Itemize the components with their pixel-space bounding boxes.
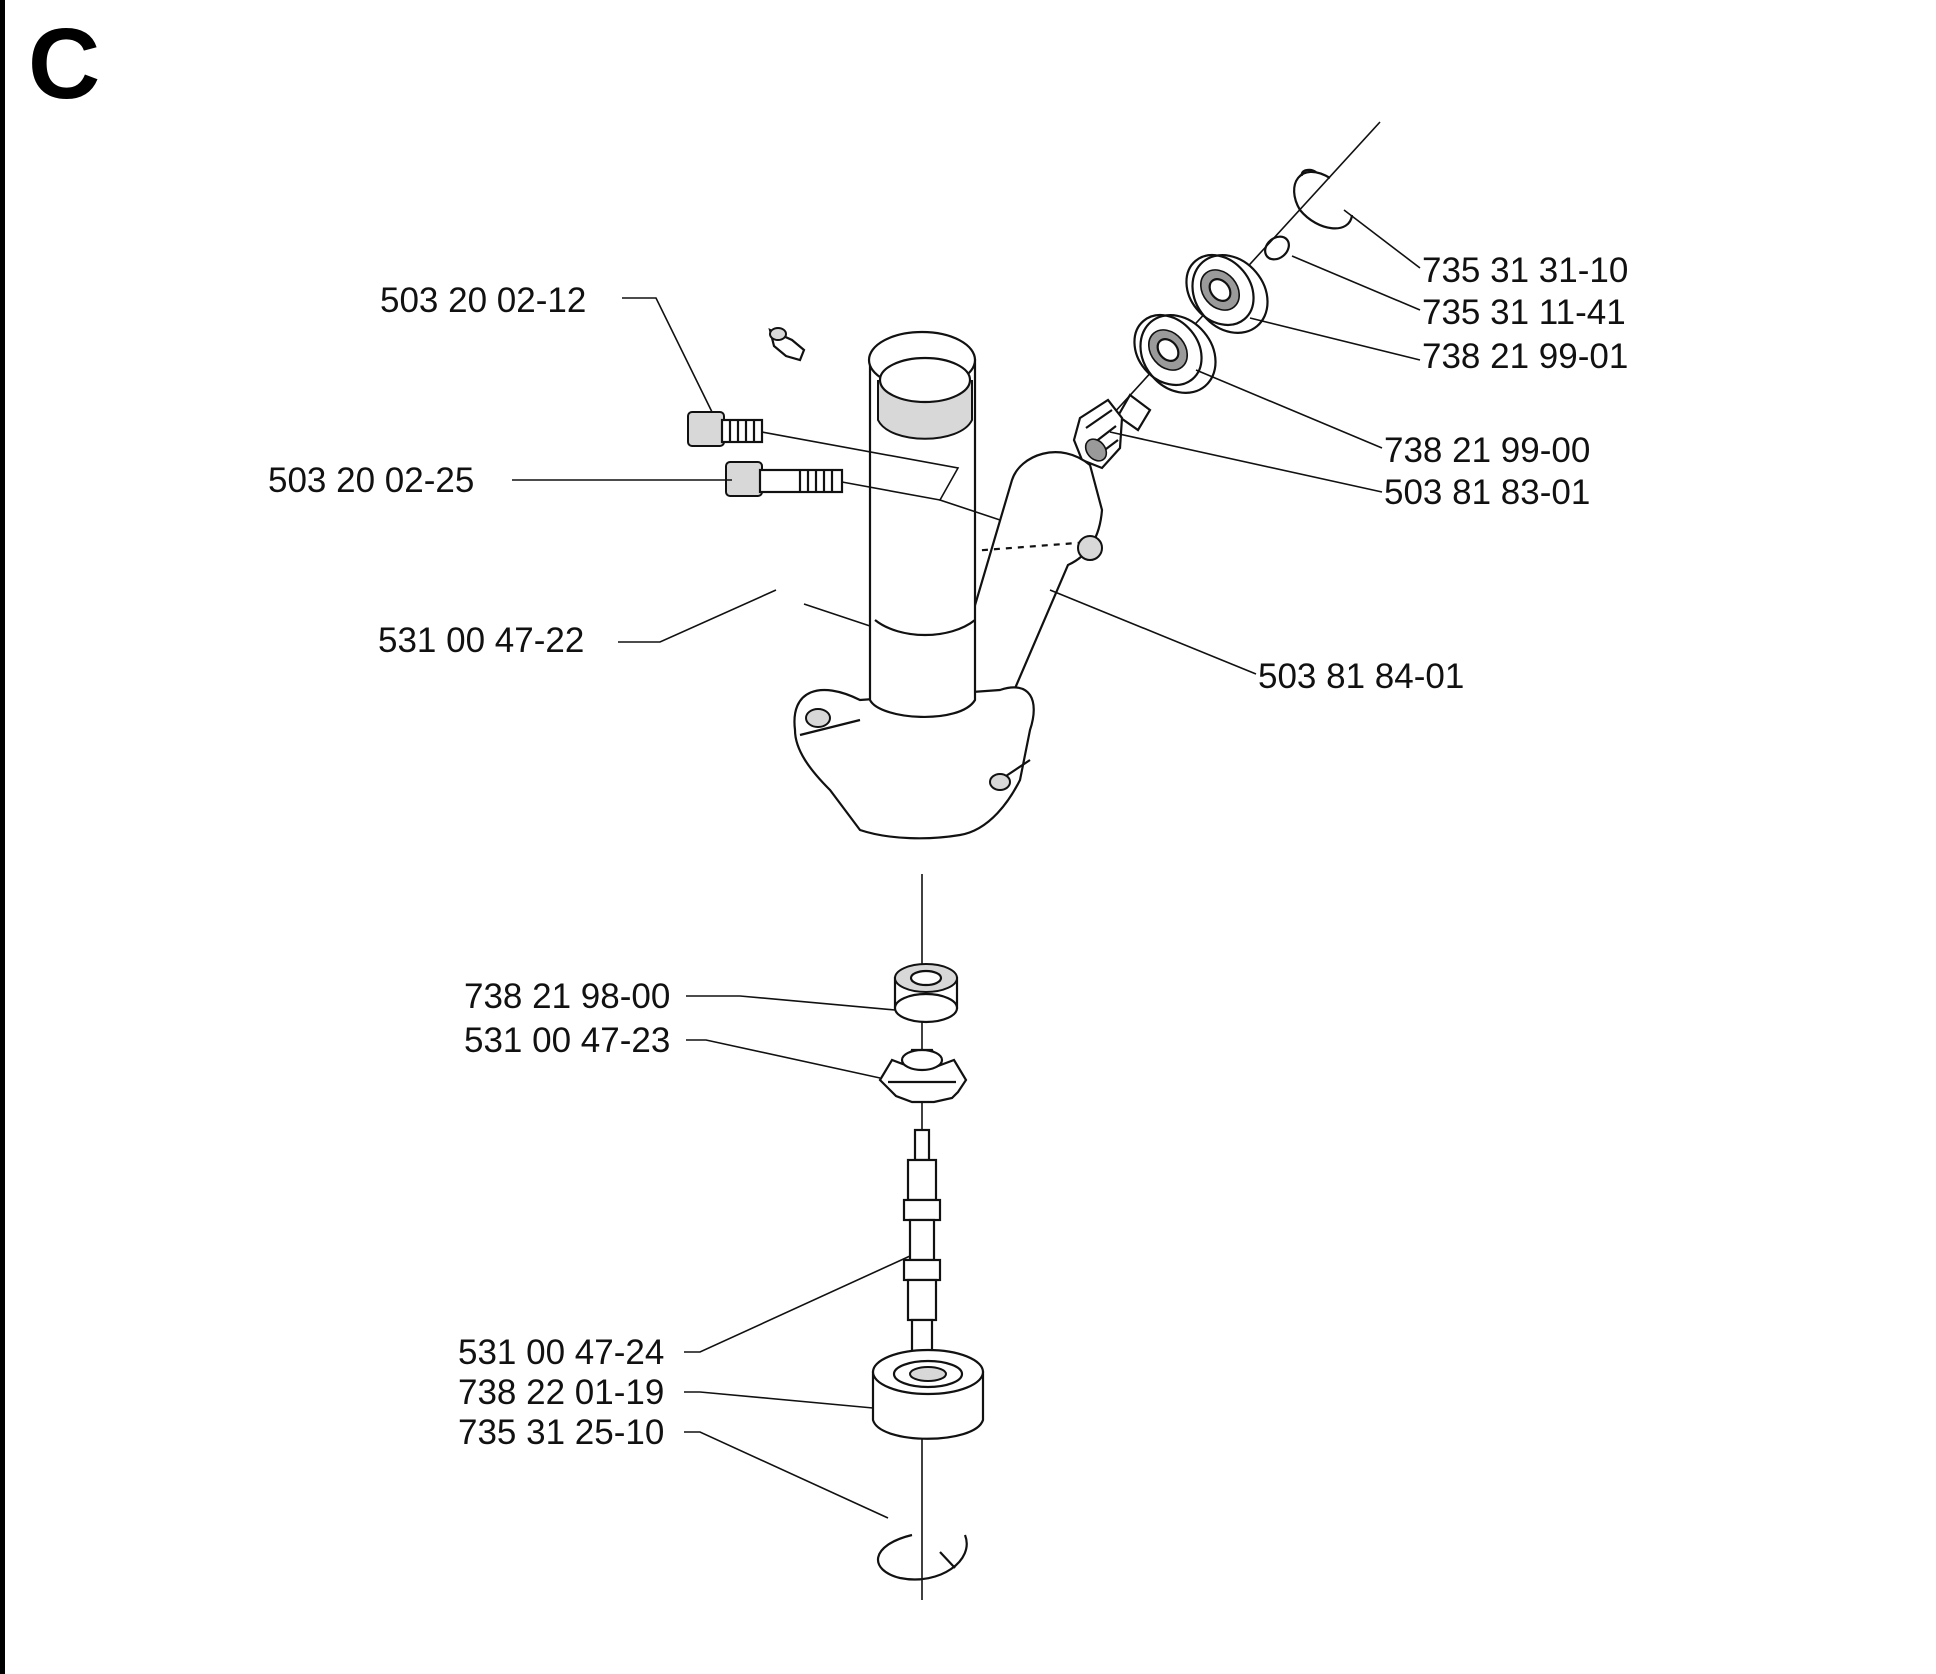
part-label-p5: 738 21 99-00 bbox=[1384, 431, 1590, 470]
leader-line-p4 bbox=[622, 297, 713, 413]
bevel-pinion-part bbox=[1072, 393, 1152, 470]
part-label-p6: 503 20 02-25 bbox=[268, 461, 474, 500]
leader-line-p13 bbox=[684, 1391, 874, 1409]
lower-upper-bearing-part bbox=[1133, 313, 1217, 394]
leader-line-p1 bbox=[1343, 209, 1421, 269]
part-label-p9: 503 81 84-01 bbox=[1258, 657, 1464, 696]
leader-line-p2 bbox=[1291, 255, 1421, 311]
part-label-p2: 735 31 11-41 bbox=[1422, 293, 1626, 332]
leader-line-p7 bbox=[1109, 431, 1383, 493]
section-letter: C bbox=[28, 8, 101, 120]
bevel-gear-part bbox=[878, 1048, 968, 1104]
leader-line-p3 bbox=[1249, 317, 1421, 361]
bolt-long-part bbox=[725, 461, 844, 497]
part-label-p7: 503 81 83-01 bbox=[1384, 473, 1590, 512]
part-label-p3: 738 21 99-01 bbox=[1422, 337, 1628, 376]
large-bearing-part bbox=[871, 1348, 985, 1440]
part-label-p14: 735 31 25-10 bbox=[458, 1413, 664, 1452]
leader-line-p11 bbox=[686, 1039, 881, 1079]
leader-line-p9 bbox=[1049, 589, 1257, 675]
leader-line-p12 bbox=[684, 1255, 911, 1353]
gear-housing-part bbox=[793, 330, 1104, 840]
part-label-p12: 531 00 47-24 bbox=[458, 1333, 664, 1372]
part-label-p13: 738 22 01-19 bbox=[458, 1373, 664, 1412]
upper-bearing-part bbox=[1185, 253, 1269, 334]
bolt-short-part bbox=[687, 411, 764, 447]
output-shaft-part bbox=[902, 1128, 942, 1367]
upper-circlip-part bbox=[1293, 168, 1354, 230]
leader-line-p14 bbox=[684, 1431, 889, 1519]
page-left-border bbox=[0, 0, 5, 1674]
part-label-p4: 503 20 02-12 bbox=[380, 281, 586, 320]
o-ring-part bbox=[1264, 235, 1290, 261]
part-label-p11: 531 00 47-23 bbox=[464, 1021, 670, 1060]
lower-circlip-part bbox=[876, 1533, 968, 1581]
part-label-p1: 735 31 31-10 bbox=[1422, 251, 1628, 290]
part-label-p10: 738 21 98-00 bbox=[464, 977, 670, 1016]
leader-line-p10 bbox=[686, 995, 896, 1011]
part-label-p8: 531 00 47-22 bbox=[378, 621, 584, 660]
leader-line-p8 bbox=[618, 589, 871, 643]
small-bearing-part bbox=[893, 963, 959, 1024]
grease-nipple-part bbox=[768, 327, 806, 362]
leader-line-p5 bbox=[1195, 369, 1383, 449]
bolt-guide-line-2 bbox=[841, 481, 941, 501]
bolt-guide-line bbox=[761, 431, 1001, 521]
